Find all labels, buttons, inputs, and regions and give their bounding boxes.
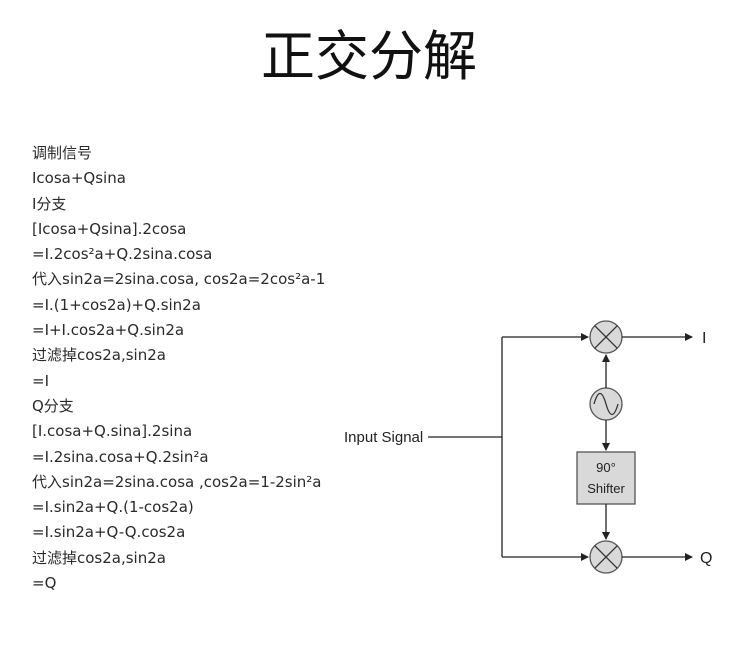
derivation-line: [I.cosa+Q.sina].2sina xyxy=(32,422,193,441)
output-q-label: Q xyxy=(700,550,712,567)
derivation-line: =I+I.cos2a+Q.sin2a xyxy=(32,321,185,340)
derivation-line: =I.2sina.cosa+Q.2sin²a xyxy=(32,447,209,466)
derivation-text: 调制信号 Icosa+Qsina I分支 [Icosa+Qsina].2cosa… xyxy=(32,141,325,596)
derivation-line: [Icosa+Qsina].2cosa xyxy=(32,219,187,238)
output-i-label: I xyxy=(702,330,706,347)
derivation-line: =I.(1+cos2a)+Q.sin2a xyxy=(32,295,201,314)
derivation-line: =I xyxy=(32,371,49,390)
derivation-line: Q分支 xyxy=(32,396,74,415)
derivation-line: 过滤掉cos2a,sin2a xyxy=(32,548,166,567)
derivation-line: =I.sin2a+Q-Q.cos2a xyxy=(32,523,186,542)
shifter-label-line2: Shifter xyxy=(587,481,625,496)
derivation-line: =Q xyxy=(32,574,57,593)
input-signal-label: Input Signal xyxy=(344,429,423,446)
oscillator-icon xyxy=(589,387,623,421)
derivation-line: 调制信号 xyxy=(32,144,93,162)
bottom-mixer-icon xyxy=(589,540,623,574)
derivation-line: 过滤掉cos2a,sin2a xyxy=(32,346,166,365)
derivation-line: Icosa+Qsina xyxy=(32,169,126,188)
derivation-line: =I.2cos²a+Q.2sina.cosa xyxy=(32,245,213,264)
shifter-label-line1: 90° xyxy=(596,460,616,475)
top-mixer-icon xyxy=(589,320,623,354)
page-title: 正交分解 xyxy=(261,25,477,88)
derivation-line: I分支 xyxy=(32,194,67,213)
derivation-line: 代入sin2a=2sina.cosa, cos2a=2cos²a-1 xyxy=(32,270,326,289)
derivation-line: =I.sin2a+Q.(1-cos2a) xyxy=(32,498,194,517)
phase-shifter-block: 90° Shifter xyxy=(576,451,636,505)
derivation-line: 代入sin2a=2sina.cosa ,cos2a=1-2sin²a xyxy=(32,472,322,491)
iq-demodulator-diagram: Input Signal I Q 90° Shifter xyxy=(344,320,712,574)
